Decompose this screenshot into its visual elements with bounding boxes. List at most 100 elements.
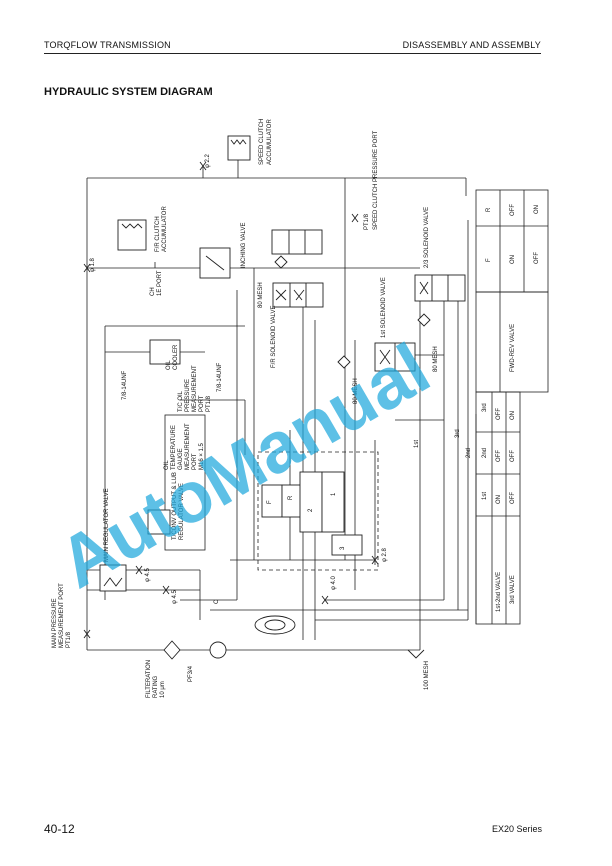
speed-row-1-cell-1st: ON: [496, 495, 502, 504]
mesh80-c-label: 80 MESH: [433, 346, 439, 372]
tc-oil-label-2: PRESSURE: [185, 379, 191, 412]
oil-temp-label-3: GAUGE: [178, 448, 184, 470]
main-reg-label: MAIN REGULATOR VALVE: [104, 488, 110, 562]
fr-solenoid-label: F/R SOLENOID VALVE: [271, 306, 277, 368]
filtration-label-1: FILTERATION: [146, 660, 152, 698]
inching-valve-block-icon: [271, 229, 323, 255]
speed-col-2nd: 2nd: [482, 448, 488, 458]
orifice-phi40-icon: [321, 595, 329, 605]
filtration-label-2: RATING: [153, 675, 159, 698]
inching-valve-label: INCHING VALVE: [241, 223, 247, 268]
pf34-label: PF3/4: [188, 665, 194, 682]
speed-row-2-label: 3rd VALVE: [510, 575, 516, 604]
phi22-label: φ 2.2: [205, 153, 211, 168]
tc-oil-label-5: PT1/8: [206, 395, 212, 412]
speed-clutch-accumulator-icon: [227, 135, 251, 161]
fwd-rev-cell-3: OFF: [534, 252, 540, 264]
clutch-f-label: F: [267, 500, 273, 504]
oil-temp-label-4: MEASUREMENT: [185, 423, 191, 470]
speed-row-1-cell-2nd: OFF: [496, 450, 502, 462]
tc-oil-label-3: MEASUREMENT: [192, 365, 198, 412]
speed-col-3rd: 3rd: [482, 403, 488, 412]
tc-oil-label-1: T/C OIL: [178, 390, 184, 412]
speed-row-1-label: 1st-2nd VALVE: [496, 572, 502, 612]
speed-clutch-accumulator-label-1: SPEED CLUTCH: [259, 119, 265, 165]
ie-port-label: 1E PORT: [157, 270, 163, 296]
tconv-regulator-valve-icon: [147, 509, 171, 535]
third-line-label: 3rd: [455, 429, 461, 438]
speed-clutch-pressure-port-label: SPEED CLUTCH PRESSURE PORT: [373, 130, 379, 230]
oil-temp-label-2: TEMPERATURE: [171, 425, 177, 470]
unf-a-label: 7/8-14UNF: [122, 370, 128, 400]
hydraulic-lines: [86, 160, 469, 651]
main-pressure-label-2: MEASUREMENT PORT: [59, 583, 65, 648]
fwd-rev-cell-1: ON: [510, 255, 516, 264]
oil-temp-label-5: PORT: [192, 453, 198, 470]
clutch-1-label: 1: [331, 492, 337, 496]
mesh-80-c-icon: [417, 313, 431, 327]
oil-temp-label-1: OIL: [164, 460, 170, 470]
unf-b-label: 7/8-14UNF: [217, 362, 223, 392]
phi40-label: φ 4.0: [331, 575, 337, 590]
main-pressure-label-3: PT1/8: [66, 631, 72, 648]
header-right: DISASSEMBLY AND ASSEMBLY: [402, 40, 541, 50]
phi18-label: φ 1.8: [90, 257, 96, 272]
speed-row-2-cell-2nd: OFF: [510, 450, 516, 462]
twothree-solenoid-label: 2/3 SOLENOID VALVE: [424, 207, 430, 268]
tc-oil-label-4: PORT: [199, 395, 205, 412]
orifice-phi28-icon: [371, 555, 379, 565]
speed-table: [475, 391, 521, 625]
speed-row-1-cell-3rd: OFF: [496, 408, 502, 420]
fr-clutch-accumulator-label-1: F/R CLUTCH: [155, 216, 161, 252]
header-rule: [44, 53, 541, 54]
filtration-label-3: 10 μm: [160, 681, 166, 698]
mesh100-label: 100 MESH: [424, 661, 430, 690]
page-number: 40-12: [44, 822, 75, 836]
tconv-label-1: T/CONV OUTPUT & LUB: [172, 472, 178, 540]
tconv-label-2: REGULATOR VALVE: [179, 483, 185, 540]
oil-cooler-label-1: OIL: [166, 360, 172, 370]
strainer-icon: [407, 649, 425, 659]
mesh80-b-label: 80 MESH: [353, 378, 359, 404]
fwd-rev-caption: FWD-REV VALVE: [510, 324, 516, 372]
fwd-rev-col-f: F: [486, 258, 492, 262]
clutch-r-label: R: [288, 495, 294, 500]
pump-icon: [209, 641, 227, 659]
mesh-80-a-icon: [274, 255, 288, 269]
clutch-c-label: C: [214, 599, 220, 604]
mesh-80-b-icon: [337, 355, 351, 369]
twothree-solenoid-valve-icon: [414, 274, 466, 302]
orifice-phi22-icon: [199, 161, 207, 171]
speed-clutch-accumulator-label-2: ACCUMULATOR: [267, 119, 273, 165]
oil-cooler-icon: [149, 339, 181, 365]
series-label: EX20 Series: [491, 824, 542, 834]
ch-port-label: CH: [150, 287, 156, 296]
pt18-top-label: PT1/8: [364, 213, 370, 230]
main-pressure-label-1: MAIN PRESSURE: [52, 598, 58, 648]
pt18-top-port-icon: [351, 213, 359, 223]
speed-row-2-cell-1st: OFF: [510, 492, 516, 504]
clutch-2-label: 2: [308, 508, 314, 512]
fwd-rev-cell-4: ON: [534, 205, 540, 214]
oil-cooler-label-2: COOLER: [173, 344, 179, 370]
fwd-rev-cell-2: OFF: [510, 204, 516, 216]
oil-temp-label-6: M16 × 1.5: [199, 442, 205, 470]
speed-row-2-cell-3rd: ON: [510, 411, 516, 420]
fwd-rev-col-r: R: [486, 207, 492, 212]
mesh80-a-label: 80 MESH: [258, 282, 264, 308]
header-left: TORQFLOW TRANSMISSION: [44, 40, 171, 50]
orifice-phi45a-icon: [135, 565, 143, 575]
fr-clutch-accumulator-label-2: ACCUMULATOR: [162, 206, 168, 252]
main-pressure-port-icon: [83, 629, 91, 639]
phi45-a-label: φ 4.5: [145, 567, 151, 582]
first-solenoid-label: 1st SOLENOID VALVE: [381, 277, 387, 338]
phi28-label: φ 2.8: [382, 547, 388, 562]
speed-col-1st: 1st: [482, 492, 488, 500]
clutch-3-pack: [331, 534, 363, 556]
clutch-2-pack: [299, 471, 323, 533]
filter-icon: [163, 640, 181, 660]
components: [83, 135, 466, 660]
page-title: HYDRAULIC SYSTEM DIAGRAM: [44, 86, 213, 98]
clutch-r-pack: [281, 484, 303, 518]
